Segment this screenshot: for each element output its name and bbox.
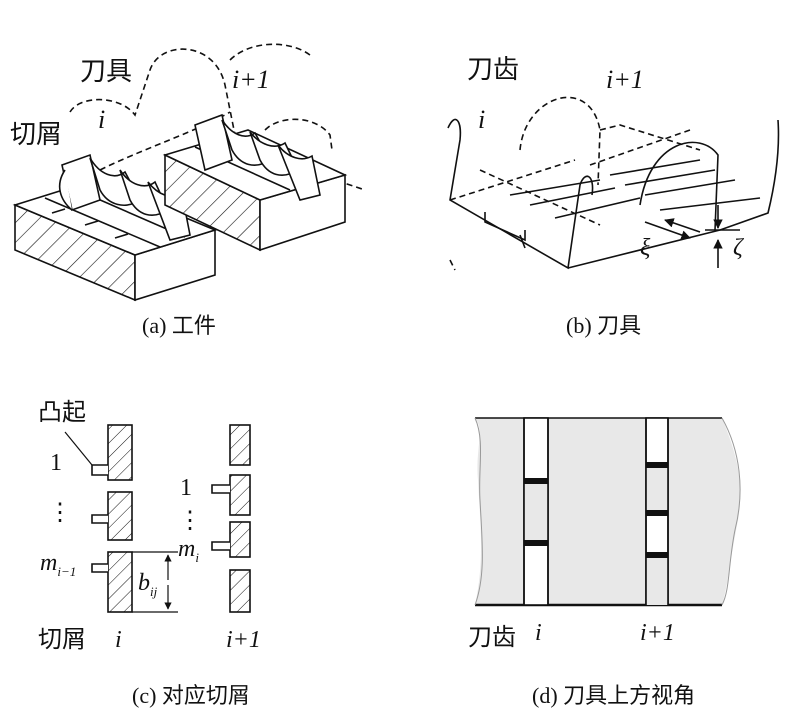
caption-c: (c) 对应切屑 bbox=[132, 683, 250, 708]
tool-body-top-view bbox=[475, 418, 741, 605]
label-one-right-c: 1 bbox=[180, 475, 192, 501]
label-i-a: i bbox=[98, 105, 105, 134]
label-i-c: i bbox=[115, 627, 122, 653]
label-zeta-b: ζ bbox=[733, 235, 745, 261]
tooth-i1-mark-1 bbox=[646, 462, 668, 468]
panel-d-top-view bbox=[474, 417, 741, 607]
label-i1-b: i+1 bbox=[606, 65, 644, 94]
tooth-i-mark-1 bbox=[524, 478, 548, 484]
panel-c-chips bbox=[64, 424, 251, 613]
tooth-i1-outline bbox=[639, 141, 719, 231]
label-i-d: i bbox=[535, 620, 542, 646]
chip-right-2 bbox=[229, 474, 251, 516]
label-xi-b: ξ bbox=[640, 235, 651, 261]
bump-left-1 bbox=[91, 464, 108, 476]
caption-a: (a) 工件 bbox=[142, 313, 216, 338]
tooth-i-outline bbox=[447, 118, 594, 270]
label-one-left-c: 1 bbox=[50, 450, 62, 476]
caption-b: (b) 刀具 bbox=[566, 313, 641, 338]
tooth-i-mark-2 bbox=[524, 540, 548, 546]
label-tool-a: 刀具 bbox=[80, 57, 132, 86]
label-tooth-d: 刀齿 bbox=[468, 624, 516, 651]
chip-right-4 bbox=[229, 569, 251, 613]
tooth-i1-mark-3 bbox=[646, 552, 668, 558]
label-m-right-c: mi bbox=[178, 536, 199, 565]
label-i-b: i bbox=[478, 105, 485, 134]
label-b-base: b bbox=[138, 570, 150, 596]
label-b-c: bij bbox=[138, 570, 158, 599]
tool-dashed-outline-2 bbox=[229, 43, 311, 61]
label-b-sub: ij bbox=[150, 584, 158, 599]
label-chips-c: 切屑 bbox=[38, 627, 86, 653]
label-m-right-base: m bbox=[178, 536, 195, 562]
label-m-left-base: m bbox=[40, 550, 57, 576]
panel-b-tool bbox=[447, 96, 780, 271]
bump-left-2 bbox=[91, 514, 108, 524]
bump-right-1 bbox=[211, 484, 230, 494]
chip-left-3 bbox=[107, 551, 133, 613]
tool-dashed-outline-4 bbox=[99, 111, 231, 171]
label-dots-right-c: ⋮ bbox=[178, 508, 202, 534]
chip-left-1 bbox=[107, 424, 133, 481]
chips-left bbox=[58, 153, 191, 241]
bump-left-3 bbox=[91, 563, 108, 573]
label-chips-a: 切屑 bbox=[10, 120, 62, 149]
bump-right-2 bbox=[211, 541, 230, 551]
label-m-left-sub: i−1 bbox=[57, 564, 76, 579]
chips-right bbox=[194, 113, 321, 201]
label-dots-left-c: ⋮ bbox=[48, 500, 72, 526]
label-tooth-b: 刀齿 bbox=[467, 55, 519, 84]
caption-d: (d) 刀具上方视角 bbox=[532, 683, 695, 708]
label-m-right-sub: i bbox=[195, 550, 199, 565]
tool-dashed-outline bbox=[69, 48, 366, 191]
panel-a-workpiece bbox=[12, 43, 366, 302]
chip-right-3 bbox=[229, 521, 251, 558]
tooth-i1-mark-2 bbox=[646, 510, 668, 516]
tool-dashed-outline-3 bbox=[264, 118, 333, 151]
chip-left-2 bbox=[107, 491, 133, 541]
label-i1-c: i+1 bbox=[226, 627, 261, 653]
label-bump-c: 凸起 bbox=[38, 399, 86, 426]
label-i1-d: i+1 bbox=[640, 620, 675, 646]
label-m-left-c: mi−1 bbox=[40, 550, 76, 579]
label-i1-a: i+1 bbox=[232, 65, 270, 94]
tool-back-line bbox=[567, 119, 780, 269]
chip-right-1 bbox=[229, 424, 251, 466]
